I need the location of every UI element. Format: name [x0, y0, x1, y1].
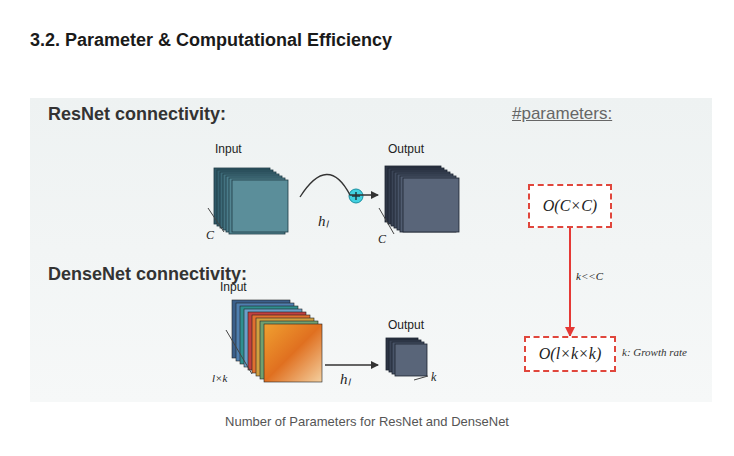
section-label: DenseNet connectivity:	[48, 264, 247, 285]
dimension-label: l×k	[212, 372, 227, 384]
column-heading: #parameters:	[512, 104, 612, 124]
edge-label: hₗ	[340, 368, 351, 388]
dimension-label: k	[431, 370, 436, 385]
caption: Number of Parameters for ResNet and Dens…	[0, 414, 734, 429]
feature-stack	[214, 168, 288, 234]
stack-heading: Output	[378, 142, 470, 156]
feature-map-stack: Input	[205, 142, 300, 234]
dimension-line	[414, 376, 428, 380]
title: 3.2. Parameter & Computational Efficienc…	[30, 30, 392, 51]
dimension-label: C	[378, 232, 386, 247]
feature-stack	[232, 300, 322, 382]
stack-heading: Input	[205, 142, 300, 156]
feature-stack	[385, 166, 459, 232]
complexity-formula: O(C×C)	[543, 197, 597, 215]
feature-map-stack: Output	[378, 318, 438, 376]
edge-label: k<<C	[576, 270, 603, 282]
panel	[30, 98, 712, 402]
feature-map-stack: Input	[210, 280, 325, 385]
edge-label: hₗ	[318, 210, 329, 230]
param-box: O(l×k×k)	[524, 336, 616, 372]
residual-connection	[300, 174, 378, 197]
dimension-line	[379, 208, 394, 234]
plus-sign	[355, 192, 357, 200]
sum-node	[349, 189, 363, 203]
feature-map-stack: Output	[378, 142, 470, 234]
legend-note: k: Growth rate	[622, 346, 687, 358]
section-label: ResNet connectivity:	[48, 104, 226, 125]
dimension-label: C	[206, 228, 214, 243]
feature-stack	[386, 338, 427, 376]
stack-heading: Output	[378, 318, 438, 332]
param-box: O(C×C)	[528, 184, 612, 228]
complexity-formula: O(l×k×k)	[539, 345, 601, 363]
layer-function-arrow	[325, 364, 378, 365]
dimension-line	[226, 330, 252, 374]
reduction-arrow	[569, 228, 571, 336]
